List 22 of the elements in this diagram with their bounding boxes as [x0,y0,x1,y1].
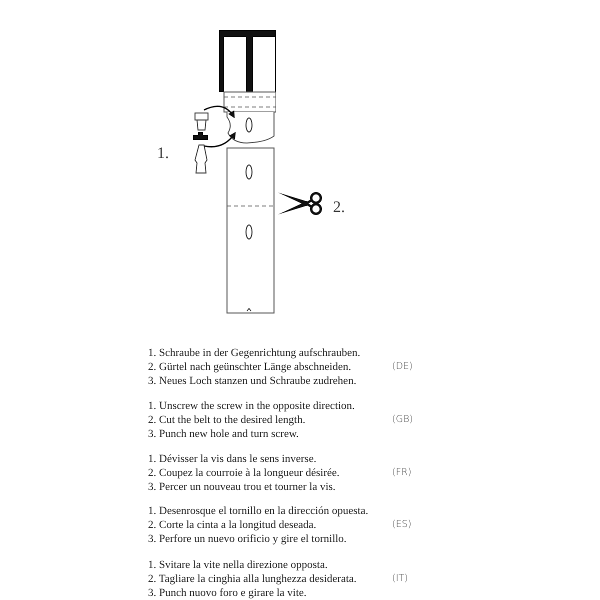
callout-number: 2. [333,199,345,217]
instruction-text: 2. Corte la cinta a la longitud deseada. [148,518,316,532]
instruction-text: 3. Punch new hole and turn screw. [148,427,299,441]
instruction-text: 1. Dévisser la vis dans le sens inverse. [148,452,316,466]
instruction-text: 1. Schraube in der Gegenrichtung aufschrauben. [148,346,360,360]
instruction-text: 2. Gürtel nach geünschter Länge abschneiden. [148,360,352,374]
callout-number: 1. [157,145,169,163]
language-code: (DE) [392,360,413,374]
instruction-text: 3. Perfore un nuevo orificio y gire el tornillo. [148,532,347,546]
language-code: (GB) [392,413,413,427]
instruction-text: 3. Percer un nouveau trou et tourner la vis. [148,480,336,494]
instruction-text: 1. Unscrew the screw in the opposite direction. [148,399,355,413]
instruction-text: 1. Svitare la vite nella direzione opposta. [148,558,328,572]
instruction-text: 2. Tagliare la cinghia alla lunghezza desiderata. [148,572,357,586]
instruction-text: 2. Coupez la courroie à la longueur désirée. [148,466,340,480]
language-code: (ES) [392,518,412,532]
instruction-text: 3. Neues Loch stanzen und Schraube zudrehen. [148,374,356,388]
language-code: (FR) [392,466,412,480]
instruction-text: 2. Cut the belt to the desired length. [148,413,306,427]
instruction-text: 1. Desenrosque el tornillo en la dirección opuesta. [148,504,368,518]
language-code: (IT) [392,572,408,586]
instruction-text: 3. Punch nuovo foro e girare la vite. [148,586,307,600]
